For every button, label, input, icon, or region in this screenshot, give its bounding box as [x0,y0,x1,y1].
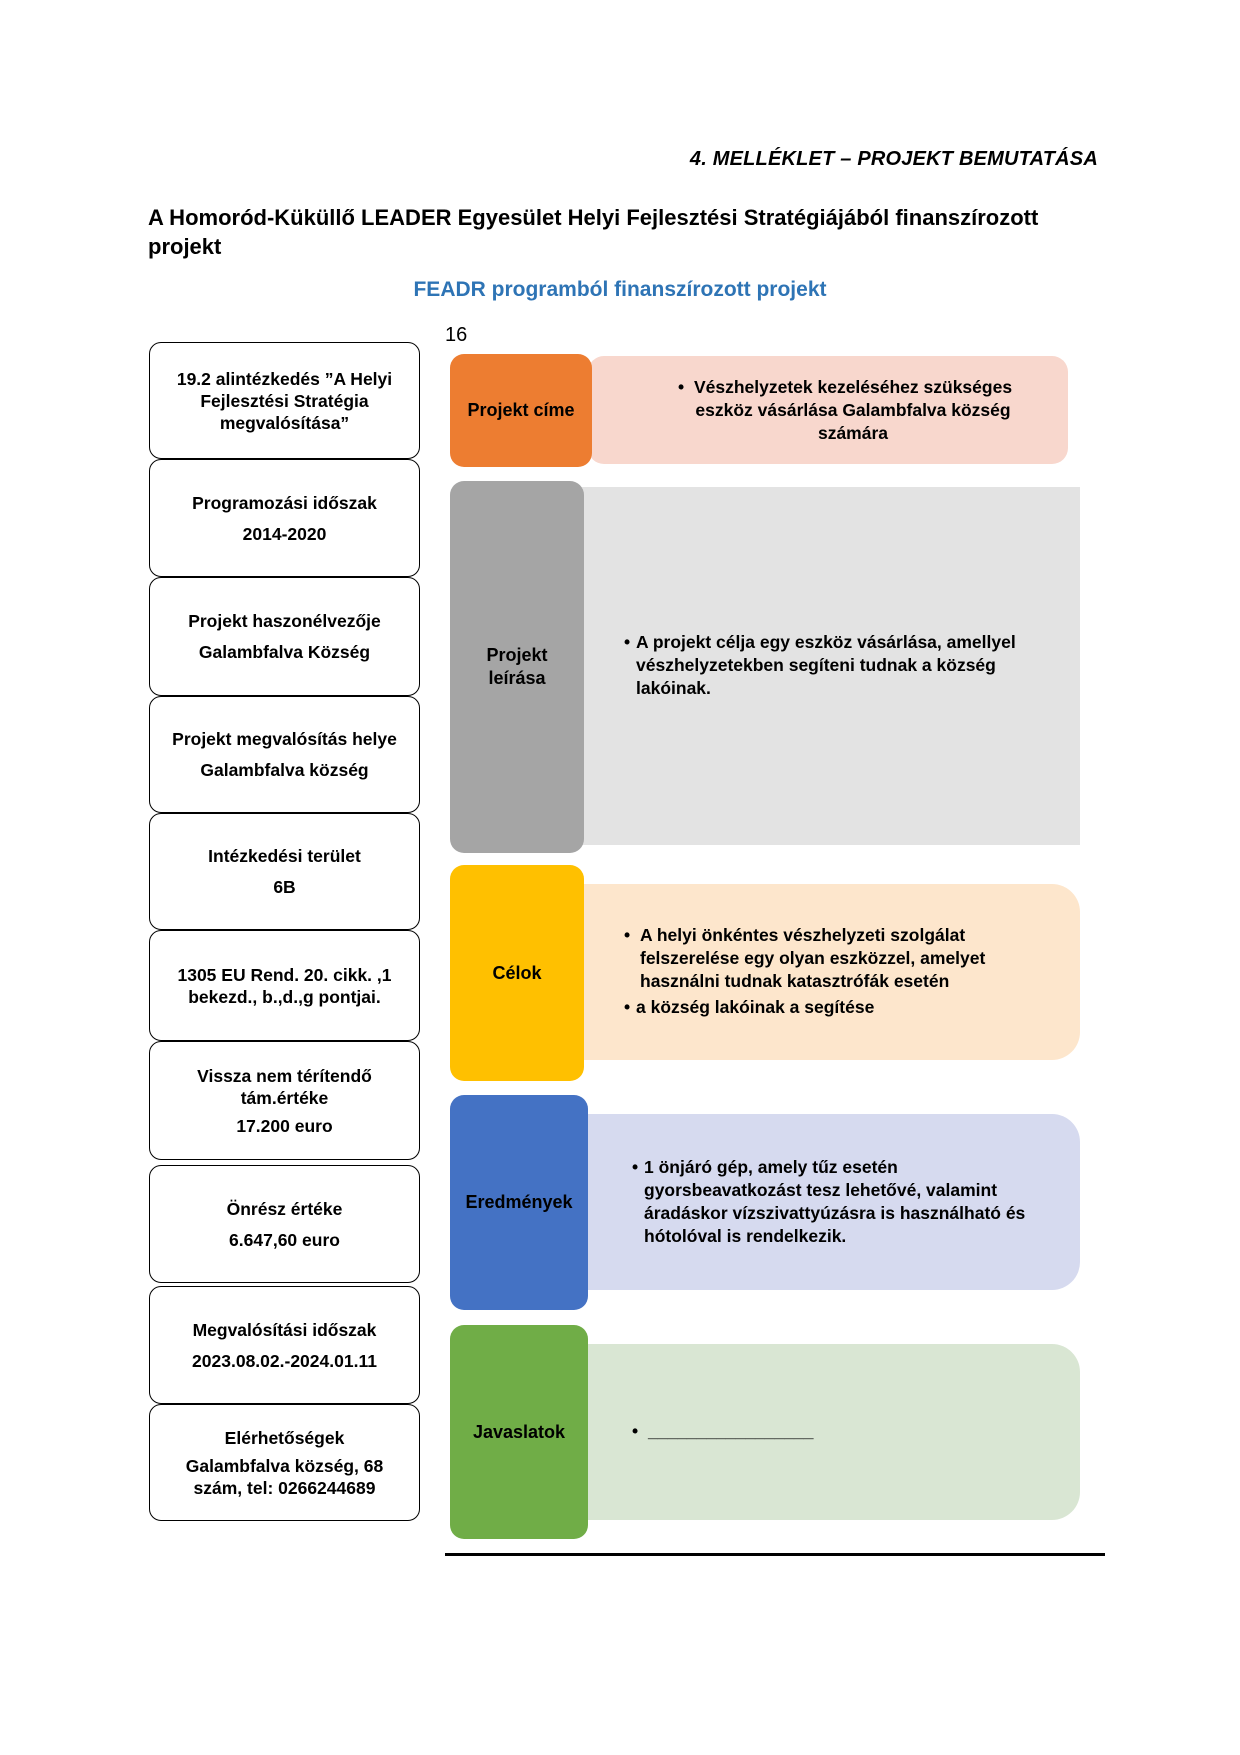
goals-item: a község lakóinak a segítése [624,996,1050,1019]
info-box-programming-period: Programozási időszak 2014-2020 [149,459,420,577]
page-number: 16 [445,324,468,346]
info-box-value: Galambfalva község, 68 szám, tel: 026624… [185,1455,384,1498]
info-box-value: Galambfalva Község [198,642,371,662]
info-box-own-contribution: Önrész értéke 6.647,60 euro [149,1165,420,1283]
info-box-label: Projekt megvalósítás helye [172,729,397,749]
title-tab-label: Projekt címe [467,400,575,420]
info-box-value: 6.647,60 euro [229,1229,340,1250]
title-tab: Projekt címe [450,354,592,467]
info-box-value: Galambfalva község [200,760,369,780]
suggestions-panel: _________________ [588,1344,1080,1520]
results-tab: Eredmények [450,1095,588,1310]
info-box-label: 19.2 alintézkedés ”A Helyi Fejlesztési S… [176,368,393,433]
title-item: Vészhelyzetek kezeléséhez szükséges eszk… [678,376,1028,445]
annex-heading: 4. MELLÉKLET – PROJEKT BEMUTATÁSA [689,148,1098,170]
info-box-value: 2014-2020 [242,523,327,544]
info-box-beneficiary: Projekt haszonélvezője Galambfalva Közsé… [149,577,420,696]
goals-tab-label: Célok [492,962,542,983]
results-panel: 1 önjáró gép, amely tűz esetén gyorsbeav… [588,1114,1080,1290]
info-box-label: Elérhetőségek [224,1427,345,1448]
info-box-label: Vissza nem térítendő tám.értéke [197,1065,372,1108]
goals-panel: A helyi önkéntes vészhelyzeti szolgálat … [580,884,1080,1060]
description-item: A projekt célja egy eszköz vásárlása, am… [624,631,1050,700]
info-box-regulation: 1305 EU Rend. 20. cikk. ,1 bekezd., b.,d… [149,930,420,1041]
suggestions-tab: Javaslatok [450,1325,588,1539]
info-box-label: Programozási időszak [192,492,377,513]
description-tab: Projekt leírása [450,481,584,853]
info-box-value: 2023.08.02.-2024.01.11 [192,1350,377,1371]
description-tab-label: Projekt leírása [486,645,548,688]
info-box-value: 6B [273,877,296,897]
info-box-value: 17.200 euro [236,1115,333,1136]
title-panel: Vészhelyzetek kezeléséhez szükséges eszk… [588,356,1068,464]
suggestions-item: _________________ [632,1420,1050,1443]
suggestions-tab-label: Javaslatok [472,1421,566,1442]
info-box-label: 1305 EU Rend. 20. cikk. ,1 bekezd., b.,d… [177,964,392,1007]
document-title: A Homoród-Küküllő LEADER Egyesület Helyi… [148,205,1039,259]
info-box-measure: 19.2 alintézkedés ”A Helyi Fejlesztési S… [149,342,420,459]
info-box-contacts: Elérhetőségek Galambfalva község, 68 szá… [149,1404,420,1521]
info-box-label: Önrész értéke [226,1198,343,1219]
info-box-grant-value: Vissza nem térítendő tám.értéke 17.200 e… [149,1041,420,1160]
info-box-label: Projekt haszonélvezője [188,611,381,631]
goals-tab: Célok [450,865,584,1081]
bottom-divider [445,1553,1105,1556]
info-box-label: Intézkedési terület [208,846,361,866]
results-tab-label: Eredmények [465,1192,573,1212]
info-box-measure-area: Intézkedési terület 6B [149,813,420,930]
program-subtitle: FEADR programból finanszírozott projekt [413,278,827,301]
goals-item: A helyi önkéntes vészhelyzeti szolgálat … [624,924,1050,993]
info-box-implementation-period: Megvalósítási időszak 2023.08.02.-2024.0… [149,1286,420,1404]
info-box-location: Projekt megvalósítás helye Galambfalva k… [149,696,420,813]
results-item: 1 önjáró gép, amely tűz esetén gyorsbeav… [632,1156,1050,1248]
info-box-label: Megvalósítási időszak [192,1319,377,1340]
description-panel: A projekt célja egy eszköz vásárlása, am… [580,487,1080,845]
